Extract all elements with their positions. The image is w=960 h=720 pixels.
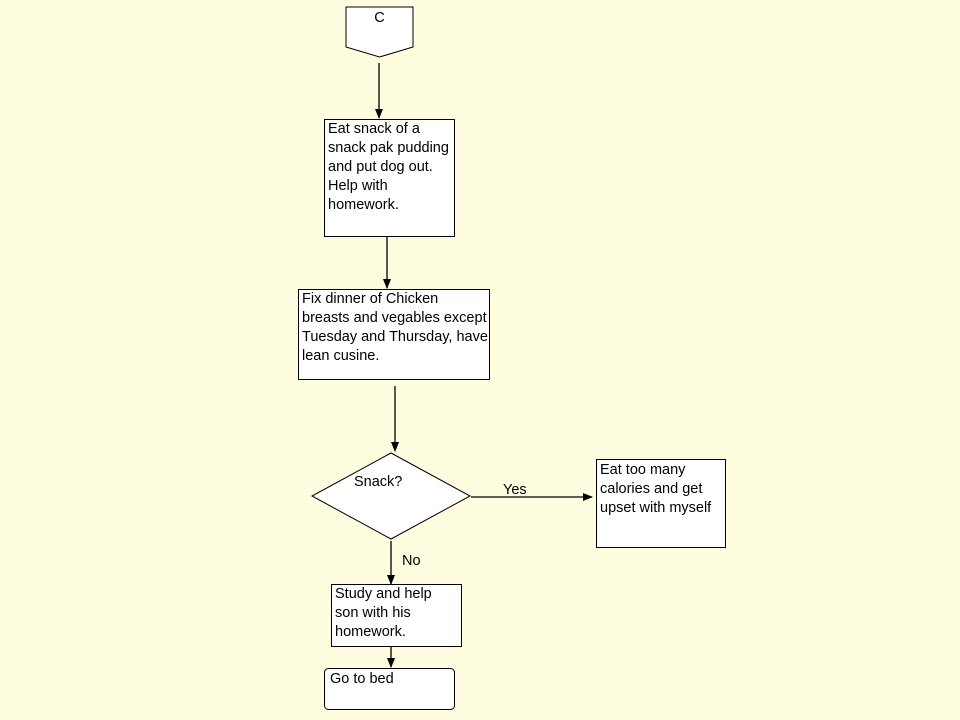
connector-label: C [374, 10, 385, 26]
off-page-connector-shape [345, 6, 414, 58]
end-text: Go to bed [330, 671, 394, 687]
decision-text: Snack? [354, 474, 403, 490]
decision-diamond [310, 452, 472, 540]
dinner-step-text: Fix dinner of Chicken breasts and vegabl… [302, 291, 488, 364]
snack-step-box [324, 119, 455, 237]
dinner-step-box [298, 289, 490, 380]
no-edge-label: No [402, 553, 421, 569]
no-outcome-text: Study and help son with his homework. [335, 586, 436, 640]
yes-outcome-box [596, 459, 726, 548]
yes-edge-label: Yes [503, 482, 527, 498]
end-box [324, 668, 455, 710]
no-outcome-box [331, 584, 462, 647]
yes-outcome-text: Eat too many calories and get upset with… [600, 462, 712, 516]
snack-step-text: Eat snack of a snack pak pudding and put… [328, 121, 453, 213]
